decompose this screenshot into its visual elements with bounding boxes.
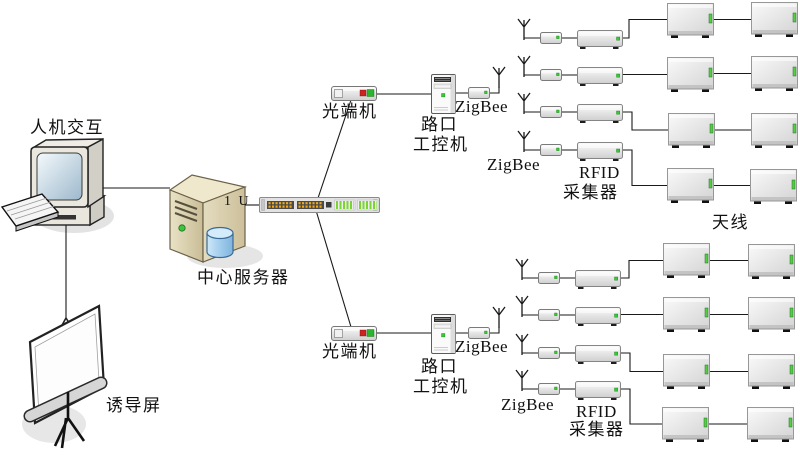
rfid-cluster-top-label-1: RFID xyxy=(579,163,620,182)
antenna-icon xyxy=(517,18,531,41)
junction-pc-bottom-label-1: 路口 xyxy=(421,357,458,376)
antenna-label: 天线 xyxy=(712,213,749,232)
antenna-icon xyxy=(515,295,529,318)
zigbee-module-icon xyxy=(538,383,560,395)
links-bottom-row2 xyxy=(522,313,748,316)
antenna-box-icon xyxy=(750,169,797,205)
zigbee-pc-top-label: ZigBee xyxy=(455,97,509,116)
zigbee-module-icon xyxy=(538,347,560,359)
rfid-cluster-bottom-label-2: 采集器 xyxy=(569,420,625,439)
rfid-cluster-bottom xyxy=(515,243,795,443)
junction-pc-bottom-label-2: 工控机 xyxy=(413,377,469,396)
links-top-row4 xyxy=(524,149,750,187)
antenna-box-icon xyxy=(667,57,714,93)
antenna-icon xyxy=(517,130,531,153)
guidance-screen-label: 诱导屏 xyxy=(106,396,162,415)
optical-terminal-bottom-label: 光端机 xyxy=(322,342,378,361)
antenna-icon xyxy=(492,306,506,329)
antenna-icon xyxy=(492,66,506,89)
links-branch-bottom xyxy=(377,327,500,334)
zigbee-pc-bottom-label: ZigBee xyxy=(455,337,509,356)
rfid-cluster-bottom-label-1: RFID xyxy=(576,402,617,421)
rfid-reader-icon xyxy=(575,270,621,290)
links-bottom-row4 xyxy=(522,388,747,425)
antenna-box-icon xyxy=(751,113,798,149)
rack-unit-label: 1 U xyxy=(224,194,251,209)
antenna-box-icon xyxy=(663,297,710,333)
links-top-row2 xyxy=(524,72,751,76)
junction-pc-bottom-icon xyxy=(431,314,456,354)
optical-terminal-top-icon xyxy=(331,86,377,101)
antenna-box-icon xyxy=(662,407,709,443)
rfid-reader-icon xyxy=(575,307,621,327)
antenna-icon xyxy=(517,55,531,78)
antenna-box-icon xyxy=(748,354,795,390)
antenna-box-icon xyxy=(667,168,714,204)
link-switch-optical-top xyxy=(314,99,352,208)
links-bottom-row3 xyxy=(522,352,748,373)
zigbee-module-icon xyxy=(540,106,562,118)
rack-switch-icon xyxy=(259,197,380,213)
zigbee-cluster-bottom-label: ZigBee xyxy=(501,395,555,414)
antenna-box-icon xyxy=(748,244,795,280)
zigbee-module-icon xyxy=(540,69,562,81)
link-switch-optical-bottom xyxy=(314,206,352,328)
desktop-computer-icon xyxy=(0,137,114,233)
rfid-cluster-top xyxy=(517,2,798,205)
rfid-reader-icon xyxy=(575,345,621,365)
hmi-label: 人机交互 xyxy=(30,118,104,137)
zigbee-module-icon xyxy=(538,272,560,284)
rfid-reader-icon xyxy=(577,142,623,162)
antenna-box-icon xyxy=(663,354,710,390)
links-branch-top xyxy=(377,87,500,95)
antenna-box-icon xyxy=(747,407,794,443)
database-cylinder-icon xyxy=(206,226,234,259)
links-top-row3 xyxy=(524,111,751,131)
antenna-box-icon xyxy=(751,2,798,38)
zigbee-cluster-top-label: ZigBee xyxy=(487,155,541,174)
junction-pc-top-label-1: 路口 xyxy=(421,115,458,134)
antenna-icon xyxy=(515,369,529,392)
links-top-row1 xyxy=(524,18,751,39)
connector-lines xyxy=(65,18,751,425)
zigbee-module-icon xyxy=(538,309,560,321)
projector-screen-icon xyxy=(22,304,108,449)
antenna-icon xyxy=(517,92,531,115)
antenna-box-icon xyxy=(667,3,714,39)
links-bottom-row1 xyxy=(522,259,748,279)
optical-terminal-top-label: 光端机 xyxy=(322,102,378,121)
junction-pc-top-icon xyxy=(431,74,456,114)
junction-pc-top-label-2: 工控机 xyxy=(413,135,469,154)
rfid-reader-icon xyxy=(575,381,621,401)
antenna-box-icon xyxy=(663,243,710,279)
antenna-icon xyxy=(515,258,529,281)
antenna-box-icon xyxy=(748,297,795,333)
optical-terminal-bottom-icon xyxy=(331,326,377,341)
antenna-icon xyxy=(515,333,529,356)
zigbee-module-icon xyxy=(540,144,562,156)
rfid-reader-icon xyxy=(577,30,623,50)
rfid-cluster-top-label-2: 采集器 xyxy=(563,183,619,202)
antenna-box-icon xyxy=(751,56,798,92)
central-server-label: 中心服务器 xyxy=(197,268,290,287)
rfid-reader-icon xyxy=(577,67,623,87)
rfid-reader-icon xyxy=(577,104,623,124)
zigbee-module-icon xyxy=(540,32,562,44)
antenna-box-icon xyxy=(668,113,715,149)
server-tower-icon xyxy=(168,174,263,268)
